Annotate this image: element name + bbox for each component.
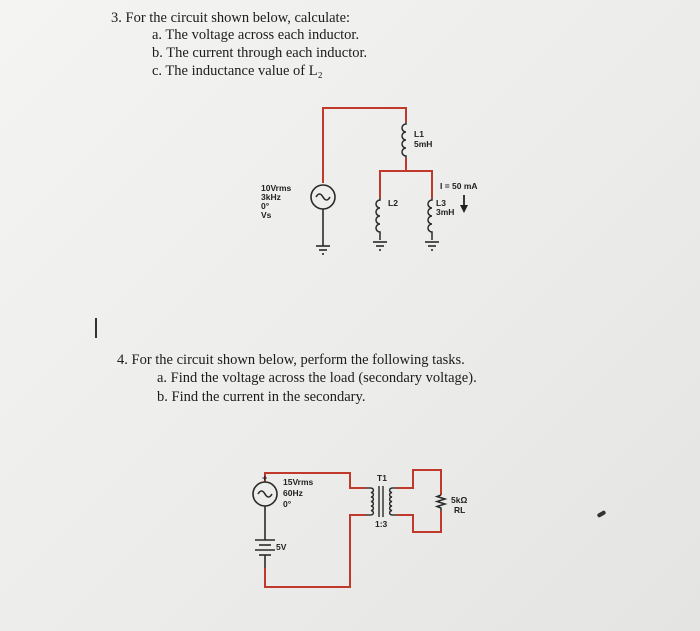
problem-3-item-b: b. The current through each inductor. bbox=[152, 45, 368, 61]
problem-3-title: 3. For the circuit shown below, calculat… bbox=[111, 10, 351, 26]
ground-symbol bbox=[373, 241, 387, 251]
problem-4-title: 4. For the circuit shown below, perform … bbox=[117, 352, 465, 368]
problem-4-item-a: a. Find the voltage across the load (sec… bbox=[157, 370, 477, 386]
wire bbox=[379, 158, 407, 198]
inductor-l1-symbol bbox=[401, 122, 407, 158]
inductor-l1-value: 5mH bbox=[414, 139, 433, 149]
current-arrow-icon bbox=[460, 195, 468, 213]
source-voltage-label: 15Vrms bbox=[283, 477, 314, 487]
inductor-l2-symbol bbox=[375, 198, 381, 240]
source-frequency-label: 60Hz bbox=[283, 488, 303, 498]
transformer-symbol bbox=[366, 486, 397, 517]
inductor-l3-symbol bbox=[427, 198, 433, 240]
source-voltage-label: 10Vrms bbox=[261, 183, 292, 193]
resistor-symbol bbox=[434, 494, 448, 511]
wire bbox=[322, 107, 407, 183]
wire bbox=[397, 469, 442, 495]
wire bbox=[264, 472, 366, 489]
source-plus-label: + bbox=[262, 473, 268, 483]
source-phase-label: 0° bbox=[261, 201, 270, 211]
load-value-label: 5kΩ bbox=[451, 495, 468, 505]
current-label: I = 50 mA bbox=[440, 181, 478, 191]
dc-source-label: 5V bbox=[276, 542, 287, 552]
ground-symbol bbox=[425, 241, 439, 251]
ac-source-symbol bbox=[252, 481, 278, 540]
source-frequency-label: 3kHz bbox=[261, 192, 281, 202]
inductor-l2-name: L2 bbox=[388, 198, 398, 208]
wire bbox=[397, 511, 442, 533]
wire bbox=[406, 170, 433, 198]
ground-symbol bbox=[316, 245, 330, 255]
wire bbox=[264, 514, 366, 588]
transformer-ratio: 1:3 bbox=[375, 519, 388, 529]
pen-mark bbox=[95, 318, 97, 338]
problem-3-item-c: c. The inductance value of L₂ bbox=[152, 63, 323, 79]
problem-3-item-a: a. The voltage across each inductor. bbox=[152, 27, 360, 43]
inductor-l1-name: L1 bbox=[414, 129, 424, 139]
source-name-label: Vs bbox=[261, 210, 272, 220]
transformer-name: T1 bbox=[377, 473, 387, 483]
inductor-l3-value: 3mH bbox=[436, 207, 455, 217]
load-name-label: RL bbox=[454, 505, 466, 515]
ac-source-symbol bbox=[310, 184, 336, 246]
inductor-l3-name: L3 bbox=[436, 198, 446, 208]
problem-4-item-b: b. Find the current in the secondary. bbox=[157, 389, 366, 405]
source-phase-label: 0° bbox=[283, 499, 292, 509]
dc-battery-symbol bbox=[255, 539, 275, 568]
